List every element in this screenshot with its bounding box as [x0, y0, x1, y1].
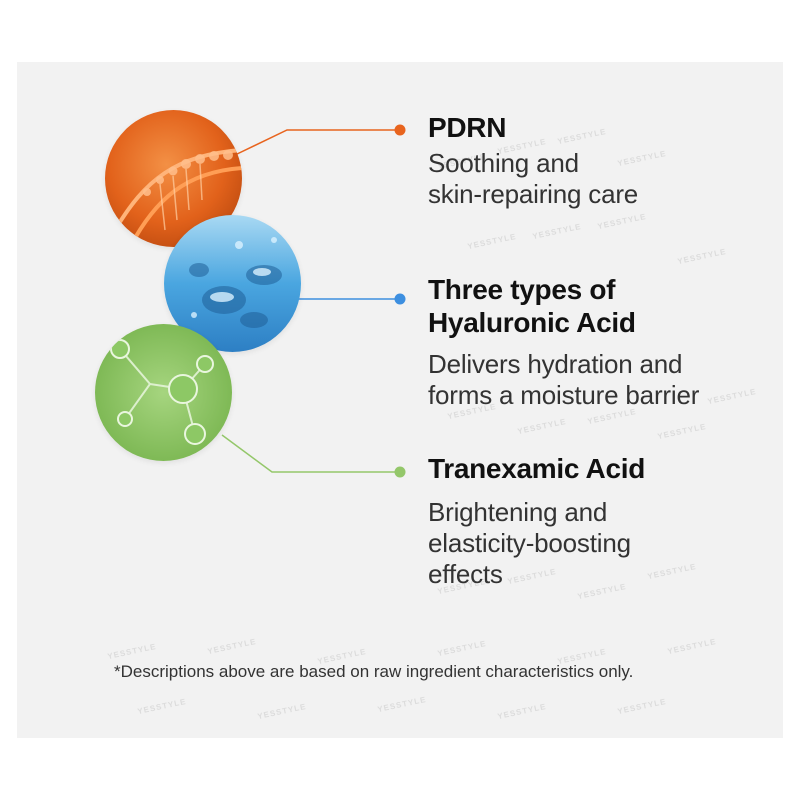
ingredient-info-panel: YESSTYLE YESSTYLE YESSTYLE YESSTYLE YESS… [17, 62, 783, 738]
ingredient-hyaluronic-acid: Three types of Hyaluronic Acid Delivers … [428, 273, 699, 411]
bullet-dot-pdrn [394, 124, 406, 136]
bullet-dot-tranexamic [394, 466, 406, 478]
molecule-icon [95, 324, 232, 461]
dna-strand-icon [105, 110, 242, 247]
ingredient-pdrn: PDRN Soothing and skin-repairing care [428, 111, 638, 210]
ingredient-title: Tranexamic Acid [428, 453, 646, 484]
ingredient-description: Brightening and elasticity-boosting effe… [428, 497, 631, 589]
connector-line-pdrn [234, 129, 400, 156]
footnote-disclaimer: *Descriptions above are based on raw ing… [114, 662, 634, 681]
connector-line-tranexamic [221, 434, 400, 473]
ingredient-title: PDRN [428, 112, 507, 143]
bullet-dot-hyaluronic [394, 293, 406, 305]
ingredient-tranexamic-acid: Tranexamic Acid Brightening and elastici… [428, 452, 645, 590]
ingredient-title: Three types of Hyaluronic Acid [428, 274, 636, 338]
ingredient-description: Delivers hydration and forms a moisture … [428, 349, 700, 410]
ingredient-description: Soothing and skin-repairing care [428, 148, 639, 209]
connector-lines [221, 124, 406, 478]
